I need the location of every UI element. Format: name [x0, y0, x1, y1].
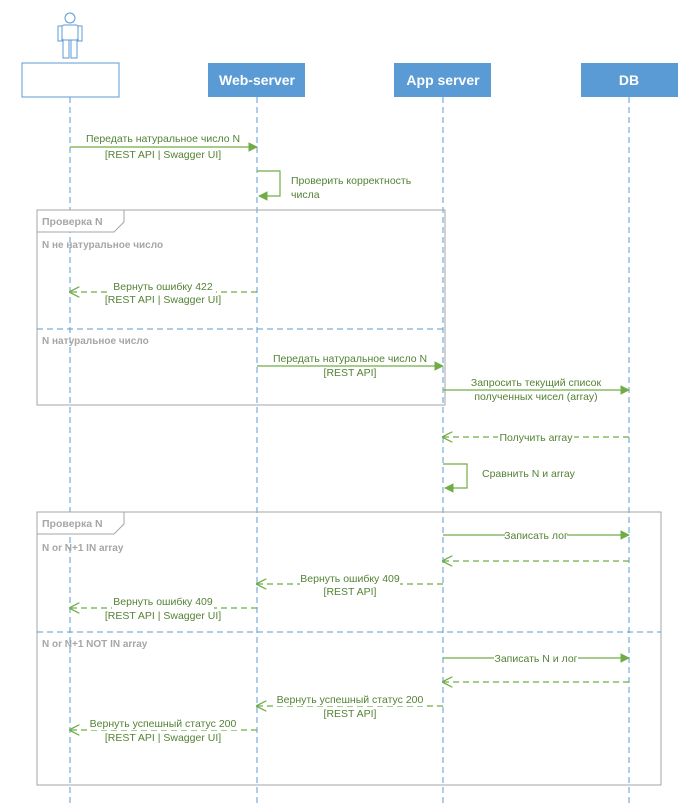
alt-frame-2-border [36, 511, 662, 786]
message-2-arrow [257, 170, 281, 201]
participant-user-box [21, 62, 120, 98]
message-8-line-1: Записать лог [504, 530, 568, 542]
message-14-line-2: [REST API] [324, 708, 377, 720]
user-actor-icon [57, 12, 83, 59]
message-7-arrow [443, 463, 468, 493]
message-15-line-2: [REST API | Swagger UI] [105, 732, 221, 744]
alt-frame-2-tab [36, 511, 125, 535]
message-1-line-2: [REST API | Swagger UI] [105, 149, 221, 161]
message-5-line-2: полученных чисел (array) [474, 391, 597, 403]
participant-web-server-label: Web-server [219, 72, 296, 88]
participant-db-box [581, 63, 678, 97]
alt-frame-2-condition-1: N or N+1 IN array [42, 543, 124, 554]
alt-frame-1-condition-1: N не натуральное число [42, 240, 163, 251]
message-2-line-2: числа [291, 189, 320, 201]
message-6-line-1: Получить array [500, 432, 574, 444]
message-3-line-1: Вернуть ошибку 422 [113, 281, 213, 293]
message-14-line-1: Вернуть успешный статус 200 [277, 694, 424, 706]
message-11-line-2: [REST API | Swagger UI] [105, 610, 221, 622]
participant-app-server-label: App server [406, 72, 480, 88]
message-15-line-1: Вернуть успешный статус 200 [90, 718, 237, 730]
alt-frame-2-condition-2: N or N+1 NOT IN array [42, 639, 148, 650]
message-5-line-1: Запросить текущий список [471, 377, 602, 389]
message-4-line-1: Передать натуральное число N [273, 353, 427, 365]
participant-web-server-box [208, 63, 305, 97]
message-3-line-2: [REST API | Swagger UI] [105, 294, 221, 306]
message-10-line-2: [REST API] [324, 586, 377, 598]
alt-frame-1: Проверка N N не натуральное число N нату… [36, 209, 446, 406]
message-12-line-1: Записать N и лог [495, 653, 578, 665]
message-2-line-1: Проверить корректность [291, 175, 412, 187]
alt-frame-2-label: Проверка N [42, 518, 103, 530]
message-7-line-1: Сравнить N и array [482, 468, 576, 480]
alt-frame-1-label: Проверка N [42, 216, 103, 228]
message-1-line-1: Передать натуральное число N [86, 133, 240, 145]
alt-frame-1-border [36, 209, 446, 406]
participant-app-server-box [394, 63, 491, 97]
alt-frame-1-condition-2: N натуральное число [42, 336, 149, 347]
alt-frame-2: Проверка N N or N+1 IN array N or N+1 NO… [36, 511, 662, 786]
alt-frame-1-tab [36, 209, 125, 233]
message-11-line-1: Вернуть ошибку 409 [113, 596, 213, 608]
message-10-line-1: Вернуть ошибку 409 [300, 573, 400, 585]
message-4-line-2: [REST API] [324, 367, 377, 379]
participant-db-label: DB [619, 72, 639, 88]
